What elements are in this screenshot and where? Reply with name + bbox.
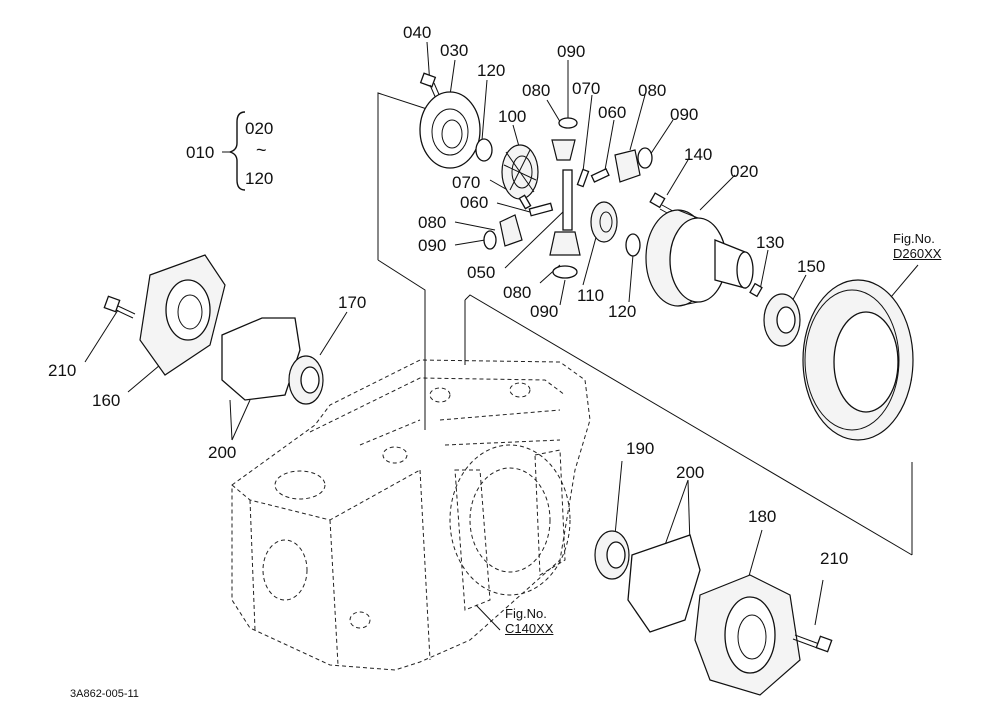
label-110: 110 [577,286,605,305]
part-bolt-210a [103,295,136,319]
fig-ref-d260-prefix: Fig.No. [893,231,935,246]
label-120-lower: 120 [608,302,637,321]
label-020-range-start: 020 [245,119,274,138]
part-pinion-080a [551,139,576,161]
part-pinion-080b [614,149,641,183]
label-080-lower: 080 [503,283,532,302]
range-tilde: ~ [256,140,267,160]
transmission-case [231,359,591,671]
fig-ref-d260[interactable]: Fig.No. D260XX [893,231,942,262]
label-210-right: 210 [820,549,849,568]
part-seal-170 [288,355,324,405]
part-housing-180 [694,574,801,696]
part-washer-090a [558,117,578,129]
part-pin-070b [518,194,532,210]
part-pin-070a [576,168,590,188]
fig-ref-c140-prefix: Fig.No. [505,606,547,621]
label-150: 150 [797,257,826,276]
fig-ref-d260-number[interactable]: D260XX [893,245,942,261]
label-070-upper: 070 [572,79,601,98]
label-090-top: 090 [557,42,586,61]
drawing-code: 3A862-005-11 [70,688,139,700]
part-seal-190 [594,530,630,580]
part-housing-160 [139,254,226,376]
label-090-lower: 090 [530,302,559,321]
part-pinion-080d [549,231,581,256]
label-050: 050 [467,263,496,282]
part-shaft-060a [590,168,610,183]
part-gasket-200a [221,317,301,401]
part-gear-100 [501,144,539,200]
label-080-left: 080 [418,213,447,232]
label-190: 190 [626,439,655,458]
part-gear-110 [590,201,618,243]
part-bearing-150 [763,293,801,347]
part-bolt-210b [792,634,833,653]
label-160: 160 [92,391,121,410]
label-080-upper-right: 080 [638,81,667,100]
label-130: 130 [756,233,785,252]
part-washer-090d [552,265,578,279]
label-060-lower: 060 [460,193,489,212]
part-washer-120 [475,138,493,162]
label-100: 100 [498,107,527,126]
label-030: 030 [440,41,469,60]
part-diff-case-020 [645,209,754,307]
part-gasket-200b [627,534,701,633]
label-080-upper-left: 080 [522,81,551,100]
label-140: 140 [684,145,713,164]
part-washer-090b [637,147,653,169]
part-cover-030 [419,91,481,169]
label-200-right: 200 [676,463,705,482]
label-170: 170 [338,293,367,312]
label-120-upper: 120 [477,61,506,80]
fig-ref-c140-number[interactable]: C140XX [505,620,554,636]
part-pin-130 [749,282,763,298]
part-shaft-center [562,169,573,231]
part-washer-090c [483,230,497,250]
part-shaft-060b [528,202,554,217]
part-pinion-080c [499,214,523,247]
fig-ref-c140[interactable]: Fig.No. C140XX [505,606,554,637]
leader-lines [84,41,919,631]
label-200-left: 200 [208,443,237,462]
label-070-lower: 070 [452,173,481,192]
label-040: 040 [403,23,432,42]
part-washer-120b [625,233,641,257]
label-090-right: 090 [670,105,699,124]
label-090-left: 090 [418,236,447,255]
label-010: 010 [186,143,215,162]
label-120-range-end: 120 [245,169,274,188]
label-060-upper: 060 [598,103,627,122]
part-ring-gear [802,279,914,441]
label-210-left: 210 [48,361,77,380]
label-020: 020 [730,162,759,181]
label-180: 180 [748,507,777,526]
assembly-bracket [222,111,246,191]
